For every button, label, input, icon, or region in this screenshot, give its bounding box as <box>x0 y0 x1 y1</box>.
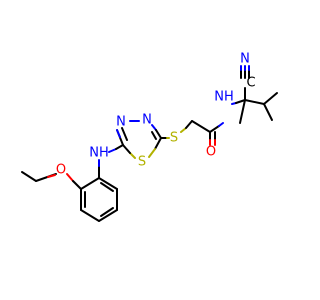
amine-nh-label: NH <box>89 146 109 161</box>
bond-ch2-carbonyl <box>191 120 211 133</box>
bond-o-aryl-black <box>72 180 82 190</box>
bond-o-aryl <box>66 173 74 182</box>
bond-carbonyl-nh <box>209 125 220 133</box>
cyano-carbon-label: C <box>246 76 255 91</box>
bond-thioether-ch2 <box>185 120 193 129</box>
ring-nitrogen-1-label: N <box>116 115 126 130</box>
thiadiazole-bond-n4-c5 <box>155 129 162 139</box>
amide-nh-label: NH <box>214 90 234 105</box>
cyano-nitrogen-label: N <box>240 52 250 67</box>
thiadiazole-bond-s1-c2 <box>122 144 131 154</box>
thiadiazole-ring <box>116 120 162 159</box>
benzene-bond-2 <box>98 177 118 190</box>
benzene-bond-4 <box>98 209 118 222</box>
bond-nh-ring-blue <box>108 148 117 153</box>
thiadiazole-bond-c2-n3-blue <box>116 129 121 138</box>
thiadiazole-double-n4-c5 <box>151 131 157 140</box>
bond-nh-quat <box>235 99 246 104</box>
bond-carbonyl-nh-blue <box>218 122 224 127</box>
bond-ethyl-ch3-ch2 <box>21 171 37 182</box>
carbonyl-oxygen-label: O <box>206 145 216 160</box>
benzene-double-1 <box>100 182 114 192</box>
benzene-double-2 <box>100 207 114 217</box>
ether-oxygen-label: O <box>56 163 66 178</box>
bond-isopropyl-methyl-1 <box>263 92 278 105</box>
thiadiazole-bond-c5-s1-yellow <box>148 148 156 158</box>
bond-nh-ring <box>115 144 124 150</box>
thiadiazole-bond-n4-c5-blue <box>151 124 157 131</box>
bond-thioether-ch2-yellow <box>180 127 187 133</box>
bond-isopropyl-methyl-2 <box>263 103 273 121</box>
bond-quat-isopropyl <box>244 99 265 105</box>
bond-quat-methyl <box>239 99 246 124</box>
ring-sulfur-label: S <box>138 155 146 170</box>
thiadiazole-double-c2-n3 <box>121 127 128 141</box>
atom-labels: C N NH O S N N S NH O <box>56 52 256 178</box>
thiadiazole-bond-c5-s1 <box>154 137 162 150</box>
thiadiazole-bond-s1-c2-yellow <box>129 152 136 159</box>
ring-nitrogen-2-label: N <box>142 113 152 128</box>
ethoxy-group <box>21 171 82 190</box>
benzene-bond-5 <box>80 209 100 222</box>
thioether-sulfur-label: S <box>170 131 178 146</box>
molecule-structure: C N NH O S N N S NH O <box>21 52 278 222</box>
bond-ethyl-ch2-o-red <box>47 174 56 178</box>
benzene-bond-1 <box>80 177 100 190</box>
benzene-ring <box>80 177 118 222</box>
